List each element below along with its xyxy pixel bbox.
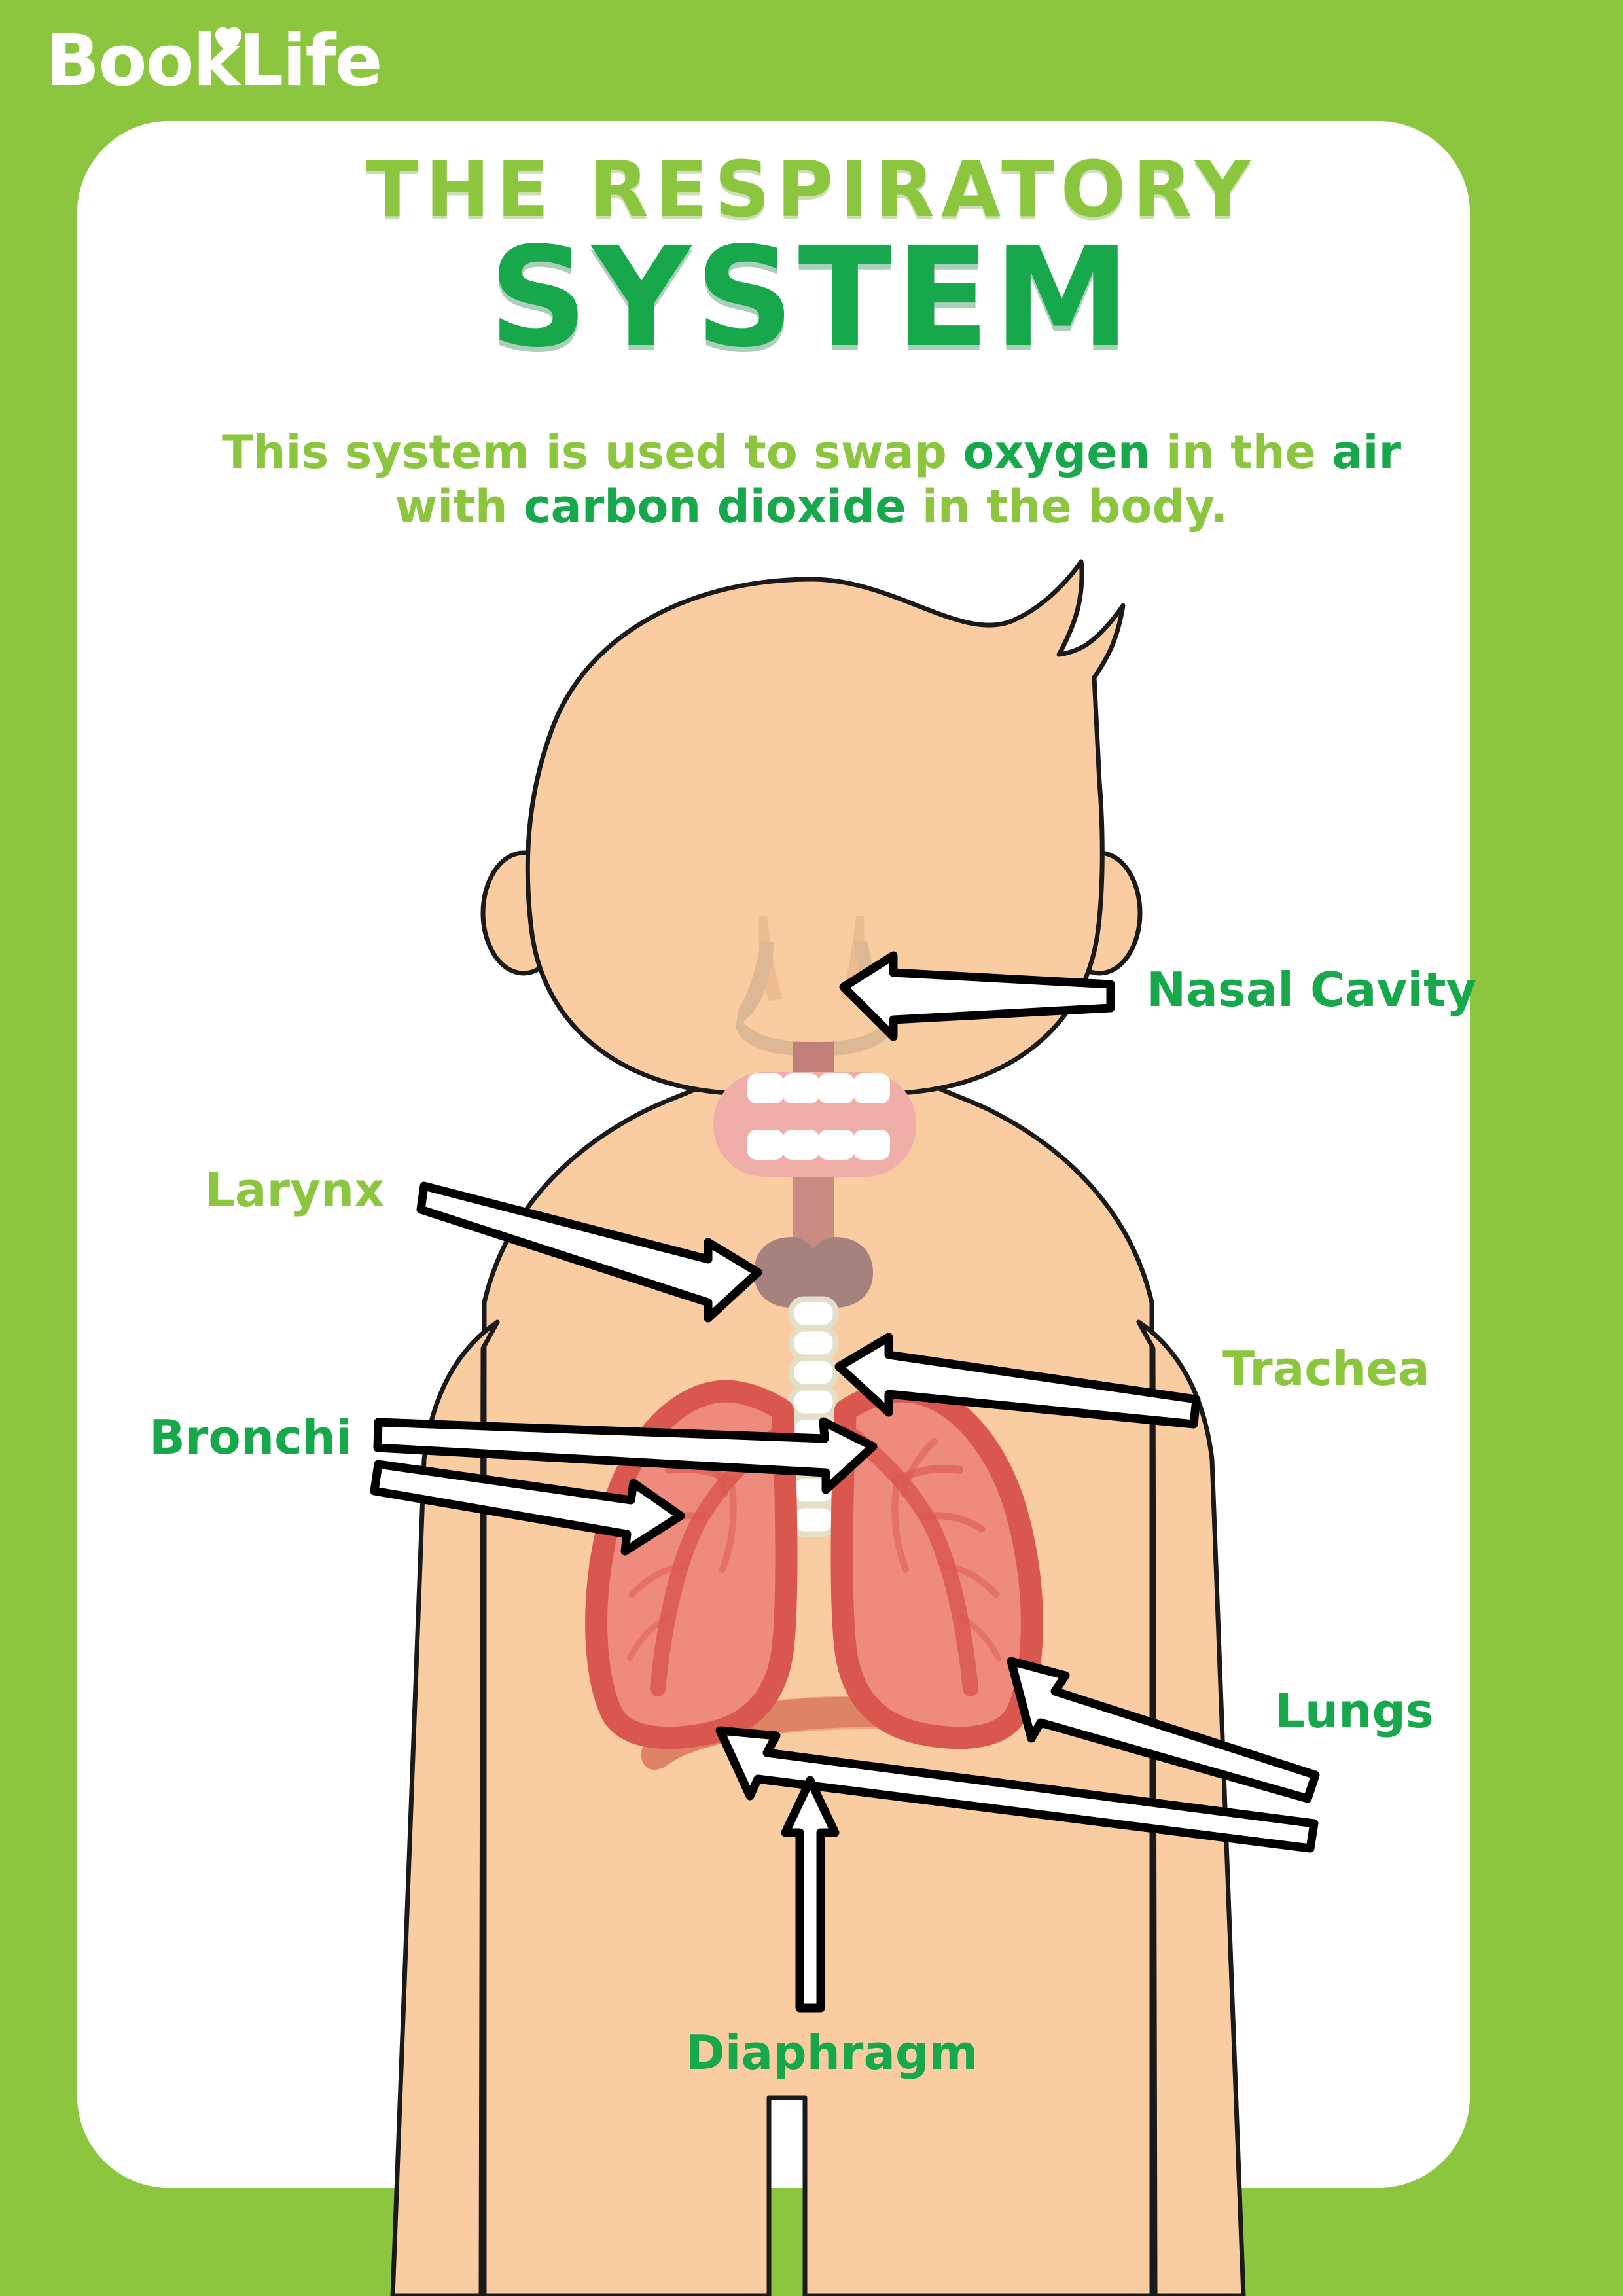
nasal-cavity-floor — [736, 1013, 893, 1056]
label-trachea: Trachea — [1222, 1341, 1430, 1396]
subtitle-text-4: in the body. — [906, 479, 1228, 533]
body-head — [525, 559, 1126, 1098]
arrow-bronchi-left — [370, 1460, 685, 1556]
arrow-diaphragm — [781, 1776, 840, 2013]
page-title-line1: THE RESPIRATORY — [366, 144, 1257, 234]
subtitle-line-2: with carbon dioxide in the body. — [0, 480, 1623, 534]
page-subtitle: This system is used to swap oxygen in th… — [0, 425, 1623, 533]
subtitle-emphasis-oxygen: oxygen — [963, 425, 1150, 479]
label-larynx: Larynx — [205, 1162, 385, 1217]
arrow-lungs-lower — [715, 1726, 1319, 1853]
human-body-figure — [390, 559, 1246, 2296]
subtitle-text-2: in the — [1150, 425, 1332, 479]
body-left-arm — [390, 1319, 500, 2296]
arrow-larynx — [416, 1181, 762, 1323]
brand-name-life: Life — [238, 20, 383, 102]
arrow-trachea — [834, 1333, 1201, 1429]
lungs-organ — [585, 1380, 1043, 1749]
larynx-organ — [754, 1237, 873, 1308]
brand-name-book: Book — [46, 20, 240, 102]
subtitle-emphasis-air: air — [1332, 425, 1402, 479]
body-torso — [482, 966, 1154, 2296]
page-title-line2: SYSTEM — [488, 217, 1135, 378]
arrow-bronchi-right — [373, 1417, 878, 1494]
trachea-organ — [788, 1296, 839, 1537]
label-lungs: Lungs — [1275, 1683, 1434, 1738]
subtitle-text-1: This system is used to swap — [221, 425, 963, 479]
subtitle-text-3: with — [395, 479, 524, 533]
teeth-lower — [747, 1130, 890, 1160]
bronchial-tree-right — [842, 1426, 1002, 1696]
label-bronchi: Bronchi — [149, 1410, 352, 1465]
label-nasal-cavity: Nasal Cavity — [1147, 962, 1477, 1017]
label-diaphragm: Diaphragm — [686, 2025, 978, 2080]
teeth-upper — [747, 1073, 890, 1103]
arrow-lungs-upper — [1007, 1657, 1320, 1803]
pointer-arrows — [370, 951, 1320, 2013]
arrow-nasal-cavity — [839, 951, 1115, 1041]
subtitle-emphasis-carbon-dioxide: carbon dioxide — [523, 479, 906, 533]
subtitle-line-1: This system is used to swap oxygen in th… — [0, 425, 1623, 480]
